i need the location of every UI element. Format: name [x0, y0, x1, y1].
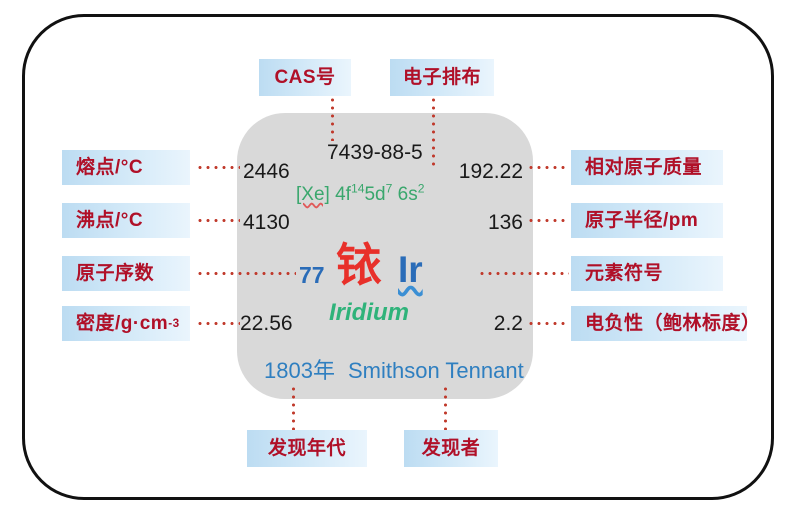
connector-discovery-year	[292, 385, 295, 430]
callout-element-symbol[interactable]: 元素符号	[571, 256, 723, 291]
callout-boiling-point-label: 沸点/°C	[76, 210, 144, 231]
callout-electron-configuration-label: 电子排布	[402, 67, 481, 88]
callout-discovery-year[interactable]: 发现年代	[247, 430, 367, 467]
value-cas-number: 7439-88-5	[327, 141, 423, 164]
connector-density	[196, 322, 240, 325]
econfig-f-count: 14	[350, 181, 365, 196]
callout-atomic-radius[interactable]: 原子半径/pm	[571, 203, 723, 238]
value-density: 22.56	[240, 312, 293, 335]
value-electron-configuration: [Xe] 4f145d7 6s2	[296, 181, 425, 205]
econfig-core: [Xe]	[296, 184, 330, 205]
callout-atomic-number[interactable]: 原子序数	[62, 256, 190, 291]
callout-relative-atomic-mass[interactable]: 相对原子质量	[571, 150, 723, 185]
connector-electron-configuration	[432, 96, 435, 170]
callout-cas-number[interactable]: CAS号	[259, 59, 351, 96]
callout-electron-configuration[interactable]: 电子排布	[390, 59, 494, 96]
value-atomic-radius: 136	[487, 211, 523, 234]
callout-element-symbol-label: 元素符号	[585, 263, 664, 284]
econfig-s-count: 2	[417, 181, 425, 196]
callout-electronegativity-label: 电负性（鲍林标度）	[585, 313, 761, 334]
econfig-f-shell: 4f	[335, 184, 351, 205]
value-discoverer: Smithson Tennant	[348, 358, 524, 383]
value-name-en: Iridium	[329, 299, 410, 326]
callout-electronegativity[interactable]: 电负性（鲍林标度）	[571, 306, 760, 341]
value-element-symbol: Ir	[398, 249, 423, 290]
econfig-d-count: 7	[385, 181, 393, 196]
econfig-d-shell: 5d	[364, 184, 386, 205]
callout-discoverer-label: 发现者	[421, 438, 481, 459]
connector-discoverer	[444, 385, 447, 430]
value-electronegativity: 2.2	[493, 312, 523, 335]
callout-atomic-radius-label: 原子半径/pm	[585, 210, 699, 231]
value-relative-atomic-mass: 192.22	[458, 160, 523, 183]
value-discovery-year: 1803年	[264, 358, 335, 383]
callout-relative-atomic-mass-label: 相对原子质量	[585, 157, 703, 178]
callout-discovery-year-label: 发现年代	[267, 438, 346, 459]
outer-frame-border	[22, 14, 774, 500]
callout-cas-number-label: CAS号	[274, 67, 336, 88]
connector-melting-point	[196, 166, 240, 169]
callout-atomic-number-label: 原子序数	[76, 263, 155, 284]
connector-cas-number	[331, 96, 334, 141]
econfig-s-shell: 6s	[397, 184, 418, 205]
element-data-panel	[237, 113, 533, 399]
connector-atomic-number	[196, 272, 296, 275]
callout-melting-point[interactable]: 熔点/°C	[62, 150, 190, 185]
connector-element-symbol	[478, 272, 569, 275]
value-name-cn: 铱	[336, 238, 382, 292]
callout-melting-point-label: 熔点/°C	[76, 157, 144, 178]
callout-boiling-point[interactable]: 沸点/°C	[62, 203, 190, 238]
connector-atomic-radius	[527, 219, 569, 222]
value-boiling-point: 4130	[243, 211, 290, 234]
callout-density[interactable]: 密度/g·cm-3	[62, 306, 190, 341]
connector-boiling-point	[196, 219, 240, 222]
connector-relative-atomic-mass	[527, 166, 569, 169]
callout-discoverer[interactable]: 发现者	[404, 430, 498, 467]
value-melting-point: 2446	[243, 160, 290, 183]
connector-electronegativity	[527, 322, 569, 325]
value-atomic-number: 77	[299, 262, 325, 288]
callout-density-label: 密度/g·cm	[76, 313, 169, 334]
